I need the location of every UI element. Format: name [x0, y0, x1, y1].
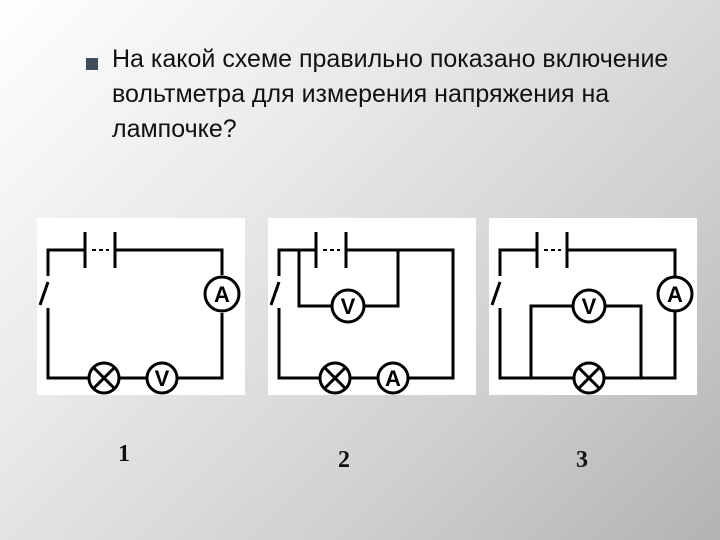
battery-icon [83, 232, 117, 268]
circuit-diagram-1[interactable]: A V [37, 218, 245, 395]
lamp-icon [87, 361, 121, 395]
wire [46, 248, 85, 276]
circuit-diagram-3[interactable]: V A [489, 218, 697, 395]
wire [498, 248, 537, 276]
svg-text:A: A [667, 282, 683, 307]
lamp-icon [318, 361, 352, 395]
wire [277, 308, 320, 380]
diagram-number-3: 3 [576, 447, 588, 473]
wire [297, 250, 332, 308]
ammeter-icon: A [203, 275, 241, 313]
switch-icon [269, 281, 281, 306]
wire [567, 248, 677, 276]
wire [46, 308, 89, 380]
wire [364, 250, 400, 308]
voltmeter-icon: V [571, 288, 607, 324]
svg-text:V: V [582, 294, 597, 319]
wire [177, 313, 224, 380]
svg-text:V: V [155, 366, 170, 391]
battery-icon [535, 232, 569, 268]
ammeter-icon: A [376, 361, 410, 395]
voltmeter-icon: V [330, 288, 366, 324]
wire [277, 248, 316, 276]
wire [605, 304, 643, 378]
battery-icon [314, 232, 348, 268]
diagram-number-1: 1 [118, 441, 130, 467]
lamp-icon [572, 361, 606, 395]
voltmeter-icon: V [145, 361, 179, 395]
circuit-diagram-2[interactable]: V A [268, 218, 476, 395]
question-text: На какой схеме правильно показано включе… [112, 45, 669, 143]
wire [498, 308, 531, 380]
wire [604, 312, 677, 380]
bullet-square-icon [86, 58, 98, 70]
wire [529, 304, 573, 378]
switch-icon [38, 281, 50, 306]
wire [115, 248, 224, 275]
svg-text:V: V [341, 294, 356, 319]
svg-text:A: A [385, 366, 401, 391]
ammeter-icon: A [656, 275, 694, 313]
switch-icon [490, 281, 502, 306]
diagram-number-2: 2 [338, 447, 350, 473]
svg-text:A: A [214, 282, 230, 307]
